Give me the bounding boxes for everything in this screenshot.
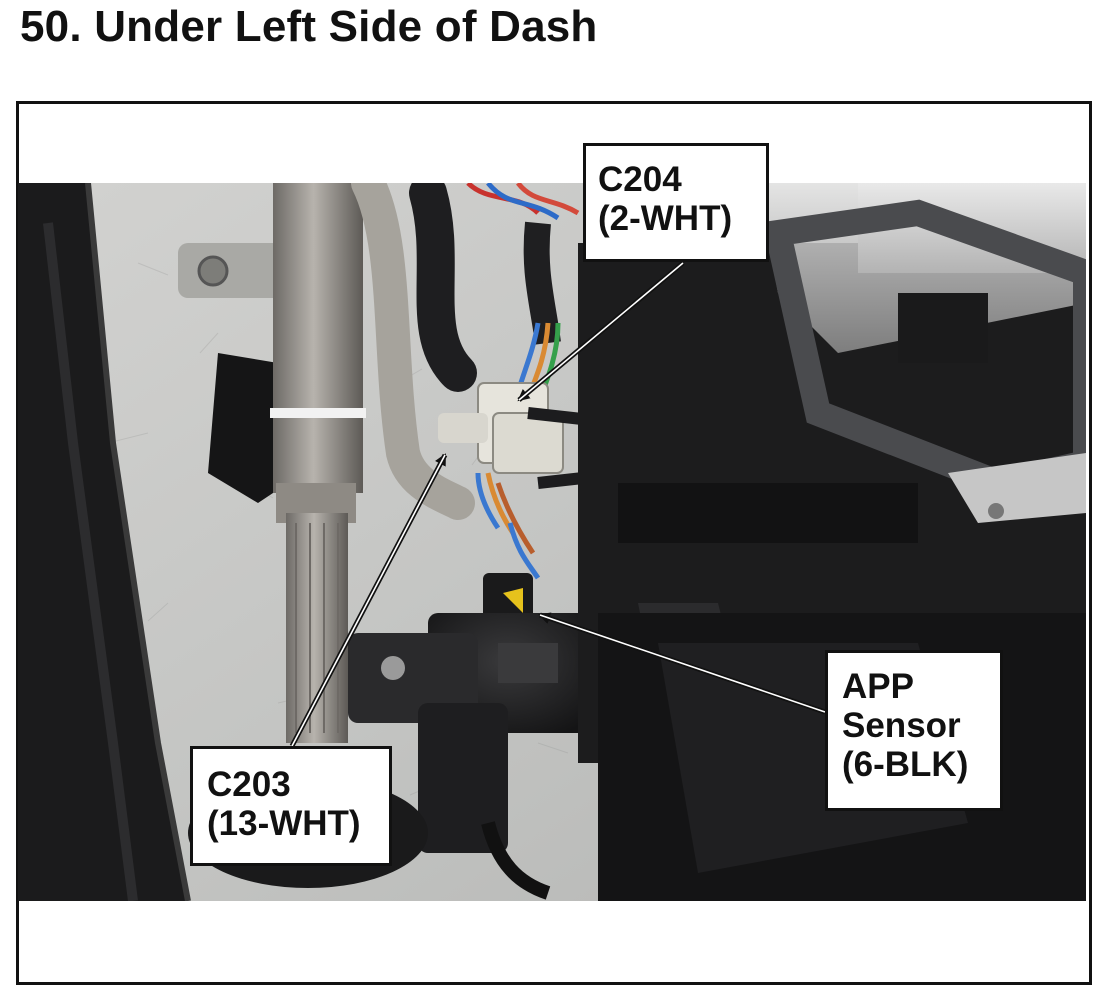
app-sensor-label-1: APP [842,667,914,706]
app-sensor-spec: (6-BLK) [842,745,969,785]
c203-spec: (13-WHT) [207,804,361,844]
c203-label: C203 [207,765,291,804]
app-sensor-callout: APP Sensor (6-BLK) [825,650,1003,811]
app-sensor-label-2: Sensor [842,706,961,746]
c204-connector-shape [477,382,564,474]
mounting-bracket [178,243,288,298]
c204-spec: (2-WHT) [598,199,733,239]
c204-callout: C204 (2-WHT) [583,143,769,262]
page-title: 50. Under Left Side of Dash [20,2,598,51]
c204-label: C204 [598,160,682,199]
c203-callout: C203 (13-WHT) [190,746,392,866]
